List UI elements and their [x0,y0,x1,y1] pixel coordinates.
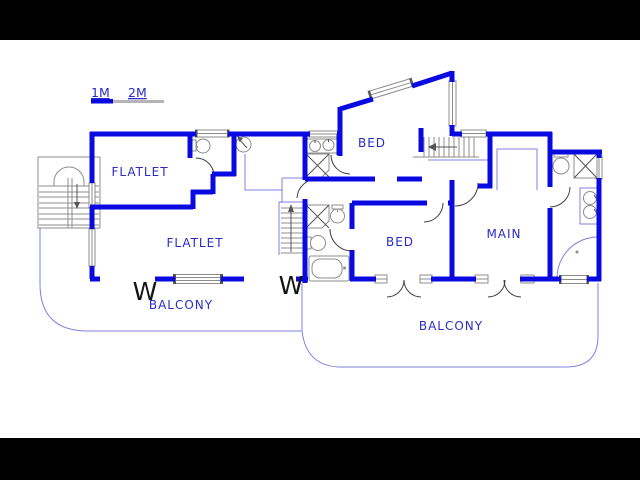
lower-stair-rail [278,201,303,255]
scale-label-1m: 1M [91,85,110,100]
door-arc-large [556,236,599,279]
vanity-basins-upper [306,138,339,154]
room-label-bed-lower: BED [386,235,414,249]
door-frame [474,274,489,284]
door-arc [330,154,351,175]
window [88,182,96,208]
door-frame [419,274,433,284]
room-label-flatlet-lower: FLATLET [166,236,223,250]
letterbox-top [0,0,640,40]
scale-label-2m: 2M [128,85,147,100]
scale-bar-blue [91,99,113,104]
stair-arrow-up [288,204,294,212]
door-arc [195,157,215,177]
window [460,129,487,138]
shower [573,153,598,179]
window-markers: W W [133,271,304,306]
balcony-edge [39,228,599,368]
passage-boundary [244,154,303,203]
interior-walls [90,128,493,283]
door-arc [296,178,318,199]
room-label-main: MAIN [486,227,521,241]
ceiling-fixture [235,136,252,153]
balcony-outline [39,228,599,368]
staircase-lower [281,204,303,254]
walls [89,70,602,283]
basin [305,235,326,251]
door-arc [549,186,571,208]
window-marker-w-left: W [133,277,158,306]
bathtub [308,255,350,282]
window [195,129,230,138]
room-label-balcony-right: BALCONY [419,319,483,333]
shower [305,204,330,229]
door-frame [374,274,388,284]
door-arc [454,182,479,207]
letterbox-bottom [0,438,640,480]
door-arcs [195,154,599,298]
french-door-arcs [386,279,422,298]
window-marker-w-right: W [279,271,304,300]
french-door-arcs [487,279,522,298]
window [559,275,589,284]
room-label-flatlet-upper: FLATLET [111,165,168,179]
door-arc [423,202,444,223]
toilet [190,138,211,154]
window [308,130,339,138]
window-diagonal [367,77,415,100]
scale-bar: 1M 2M [91,85,164,104]
room-labels: FLATLET FLATLET BED BED MAIN BALCONY BAL… [111,136,521,333]
door-arc [329,228,353,252]
closet-boundary [496,148,538,190]
door-handle-dot [575,250,579,254]
window [173,274,223,284]
room-label-bed-upper: BED [358,136,386,150]
room-label-balcony-left: BALCONY [149,298,213,312]
toilet [330,204,345,224]
scale-bar-gray [113,100,164,103]
shower [305,153,330,178]
stair-arrow-left [428,143,436,151]
stair-arrow-down [74,202,80,209]
window [448,80,457,127]
window [88,228,96,267]
staircase-central [413,137,479,158]
